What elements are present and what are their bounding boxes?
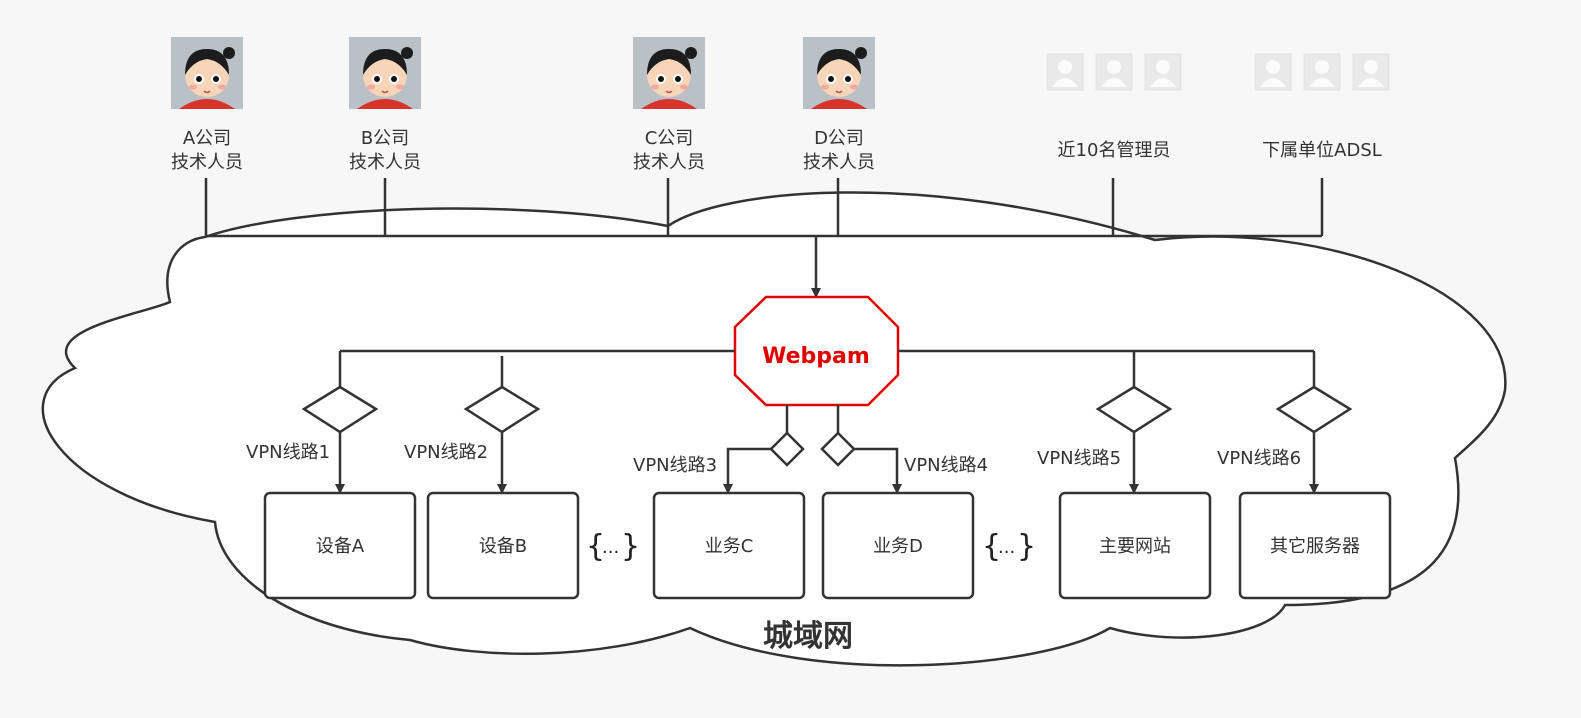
ellipsis-text-2: ... (998, 537, 1015, 558)
user-placeholder-icon (1095, 53, 1133, 91)
target-box-b: 设备B (426, 491, 580, 600)
user-c-company: C公司 (645, 128, 694, 149)
vpn4-gateway-diamond (820, 431, 856, 467)
user-a: A公司 技术人员 (170, 36, 244, 173)
vpn5-label: VPN线路5 (1037, 448, 1121, 469)
target-label-b: 设备B (479, 536, 527, 557)
hub-node: Webpam (733, 295, 900, 407)
user-d-company: D公司 (814, 128, 864, 149)
user-a-company: A公司 (183, 128, 231, 149)
vpn2-label: VPN线路2 (404, 442, 488, 463)
hub-label: Webpam (762, 344, 870, 369)
user-d: D公司 技术人员 (802, 36, 876, 173)
user-a-role: 技术人员 (171, 152, 243, 173)
group-admins: 近10名管理员 (1046, 53, 1182, 161)
user-avatar-icon (632, 36, 706, 110)
brace-close-icon: } (1017, 529, 1036, 564)
target-label-website: 主要网站 (1099, 536, 1171, 557)
brace-open-icon: { (586, 529, 605, 564)
user-placeholder-icon (1144, 53, 1182, 91)
user-avatar-icon (802, 36, 876, 110)
brace-open-icon: { (982, 529, 1001, 564)
vpn3-line-bottom (723, 447, 771, 494)
network-label: 城域网 (763, 619, 853, 654)
ellipsis-text-1: ... (602, 537, 619, 558)
user-b-company: B公司 (361, 128, 409, 149)
vpn3-gateway-diamond (769, 431, 805, 467)
brace-close-icon: } (621, 529, 640, 564)
vpn4-label: VPN线路4 (904, 455, 988, 476)
vpn1-label: VPN线路1 (246, 442, 330, 463)
group-adsl-label: 下属单位ADSL (1262, 140, 1382, 161)
target-label-c: 业务C (705, 536, 754, 557)
target-box-d: 业务D (821, 491, 975, 600)
target-label-d: 业务D (873, 536, 923, 557)
user-avatar-icon (170, 36, 244, 110)
user-placeholder-icon (1254, 53, 1292, 91)
ellipsis-group-1: { ... } (586, 529, 640, 564)
user-avatar-icon (348, 36, 422, 110)
target-box-c: 业务C (652, 491, 806, 600)
user-placeholder-icon (1046, 53, 1084, 91)
vpn3-label: VPN线路3 (633, 455, 717, 476)
target-box-website: 主要网站 (1058, 491, 1212, 600)
target-label-servers: 其它服务器 (1270, 536, 1360, 557)
user-b: B公司 技术人员 (348, 36, 422, 173)
vpn4-line-bottom (854, 447, 902, 494)
ellipsis-group-2: { ... } (982, 529, 1036, 564)
user-c-role: 技术人员 (633, 152, 705, 173)
user-placeholder-icon (1352, 53, 1390, 91)
group-adsl: 下属单位ADSL (1254, 53, 1390, 161)
target-box-a: 设备A (263, 491, 417, 600)
user-c: C公司 技术人员 (632, 36, 706, 173)
group-admins-label: 近10名管理员 (1058, 140, 1171, 161)
user-b-role: 技术人员 (349, 152, 421, 173)
target-box-servers: 其它服务器 (1238, 491, 1392, 600)
user-d-role: 技术人员 (803, 152, 875, 173)
user-placeholder-icon (1303, 53, 1341, 91)
vpn6-label: VPN线路6 (1217, 448, 1301, 469)
target-label-a: 设备A (316, 536, 365, 557)
